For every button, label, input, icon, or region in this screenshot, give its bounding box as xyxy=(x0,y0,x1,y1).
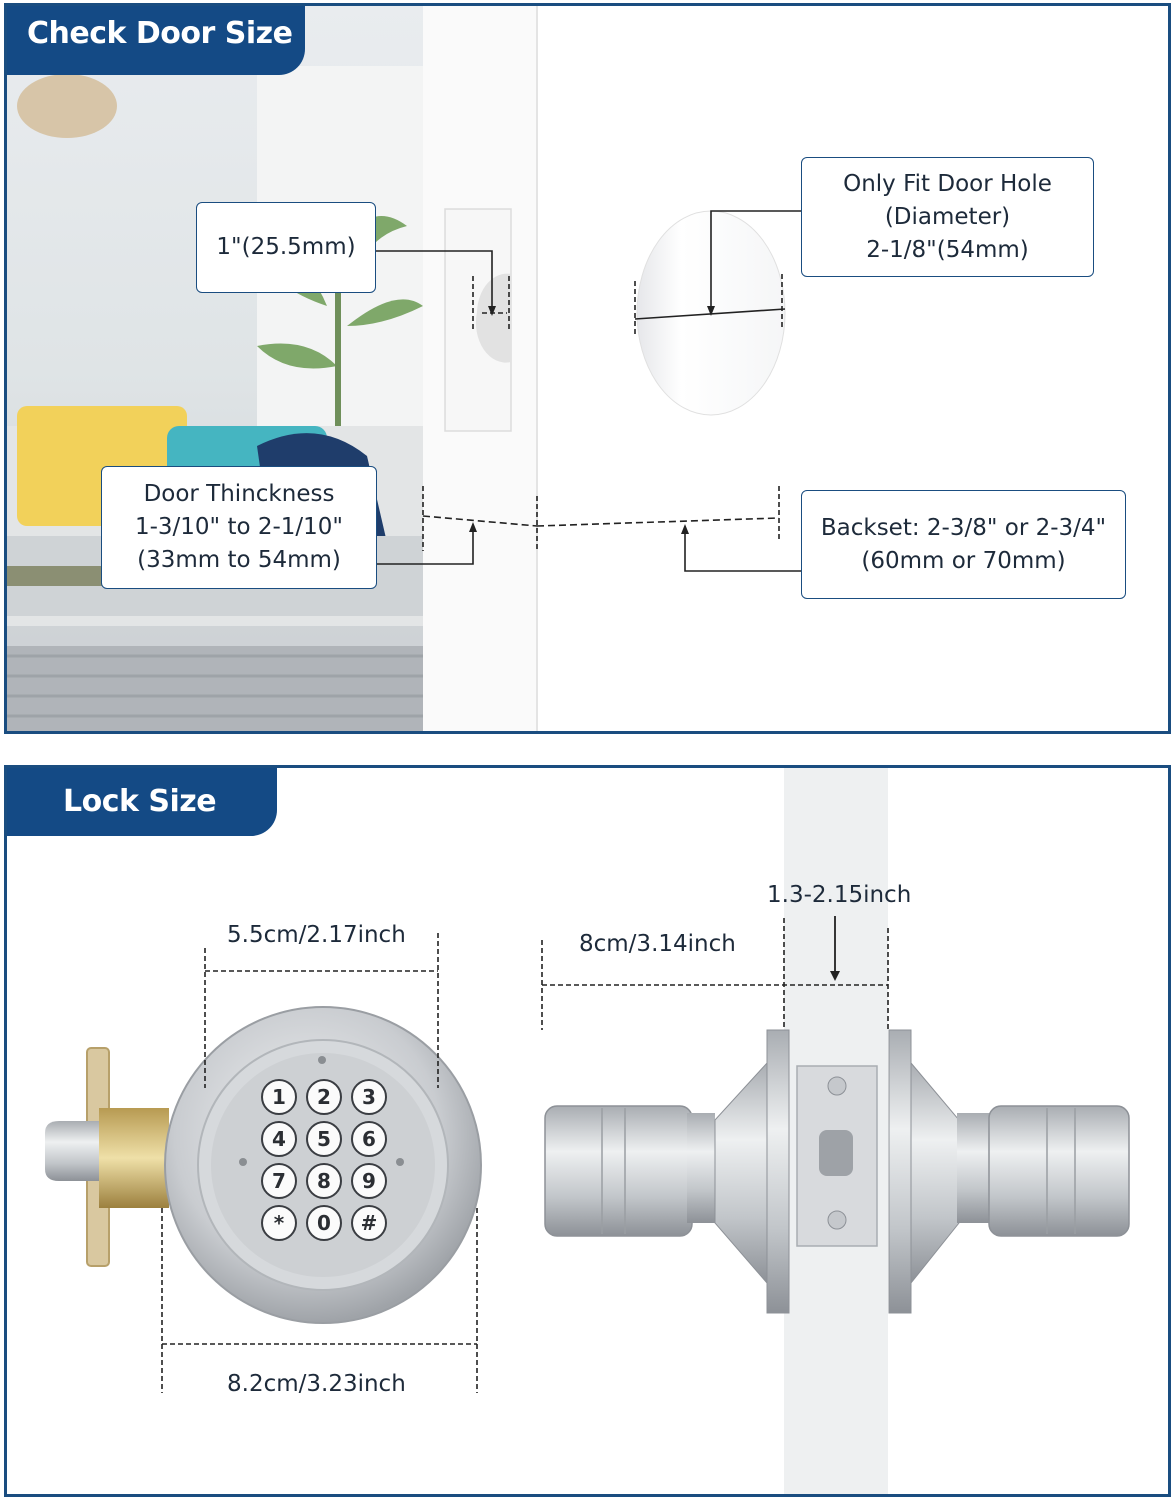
rug xyxy=(7,646,423,731)
door-thickness-line-1: Door Thinckness xyxy=(143,481,335,507)
keypad-key-7: 7 xyxy=(261,1163,297,1199)
lock-dimension-lines xyxy=(161,918,889,1393)
door-hole-line-1: Only Fit Door Hole xyxy=(843,170,1052,197)
door-hole-line-2: (Diameter) xyxy=(884,203,1011,230)
keypad-key-5: 5 xyxy=(306,1121,342,1157)
keypad: 1 2 3 4 5 6 7 8 9 * 0 # xyxy=(261,1079,387,1247)
keypad-key-2: 2 xyxy=(306,1079,342,1115)
knob-length-label: 8cm/3.14inch xyxy=(579,931,736,957)
inner-diameter-label: 5.5cm/2.17inch xyxy=(227,922,406,948)
lock-illustration xyxy=(45,768,1130,1494)
door-hole-line-3: 2-1/8"(54mm) xyxy=(866,236,1029,263)
dimension-lines xyxy=(375,210,802,572)
keypad-key-4: 4 xyxy=(261,1121,297,1157)
door-illustration xyxy=(7,6,1168,731)
keypad-key-1: 1 xyxy=(261,1079,297,1115)
latch-hole-size: 1"(25.5mm) xyxy=(216,234,356,260)
arrowheads xyxy=(469,306,715,534)
keypad-key-star: * xyxy=(261,1205,297,1241)
keypad-key-3: 3 xyxy=(351,1079,387,1115)
side-view-lock xyxy=(544,1029,1130,1314)
door-thickness-callout: Door Thinckness 1-3/10" to 2-1/10" (33mm… xyxy=(101,466,377,589)
door-hole-callout: Only Fit Door Hole (Diameter) 2-1/8"(54m… xyxy=(801,157,1094,277)
backset-line-1: Backset: 2-3/8" or 2-3/4" xyxy=(820,514,1107,541)
latch-hole-callout: 1"(25.5mm) xyxy=(196,202,376,293)
check-door-size-panel: Check Door Size 1"(25.5mm) Only Fit Door… xyxy=(4,3,1171,734)
latch-bolt xyxy=(45,1047,169,1267)
lamp-shade xyxy=(17,74,117,138)
keypad-key-9: 9 xyxy=(351,1163,387,1199)
section-title-check-door-size: Check Door Size xyxy=(7,6,305,75)
door-thickness-line-3: (33mm to 54mm) xyxy=(137,547,341,573)
keypad-key-8: 8 xyxy=(306,1163,342,1199)
keypad-key-hash: # xyxy=(351,1205,387,1241)
keypad-key-0: 0 xyxy=(306,1205,342,1241)
backset-line-2: (60mm or 70mm) xyxy=(861,547,1066,574)
backset-callout: Backset: 2-3/8" or 2-3/4" (60mm or 70mm) xyxy=(801,490,1126,599)
latch-hole xyxy=(475,273,511,363)
lock-size-panel: Lock Size 5.5cm/2.17inch 8.2cm/3.23inch … xyxy=(4,765,1171,1497)
section-title-lock-size: Lock Size xyxy=(7,768,277,836)
door-thickness-line-2: 1-3/10" to 2-1/10" xyxy=(134,514,344,540)
outer-diameter-label: 8.2cm/3.23inch xyxy=(227,1371,406,1397)
keypad-key-6: 6 xyxy=(351,1121,387,1157)
door-face xyxy=(537,6,1168,731)
door-range-label: 1.3-2.15inch xyxy=(767,882,912,908)
